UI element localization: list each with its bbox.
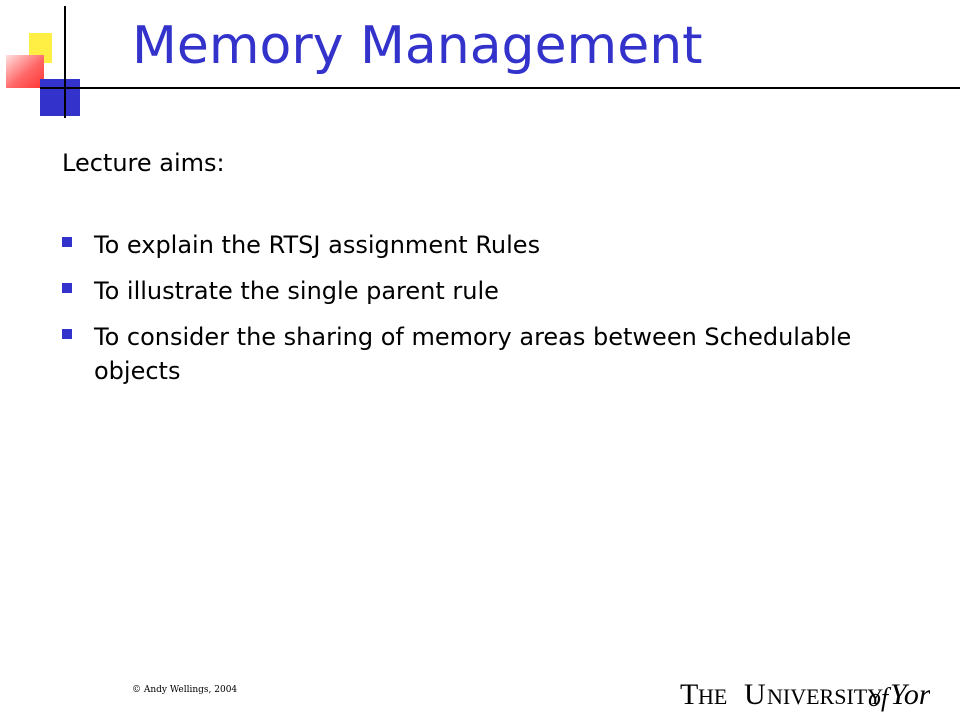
square-bullet-icon — [62, 237, 72, 247]
svg-text:York: York — [890, 678, 930, 711]
university-of-york-logo: T HE U NIVERSITY of York — [680, 678, 930, 712]
square-bullet-icon — [62, 283, 72, 293]
slide-title: Memory Management — [132, 16, 703, 76]
list-item-text: To consider the sharing of memory areas … — [94, 323, 852, 385]
copyright-notice: © Andy Wellings, 2004 — [132, 685, 238, 695]
list-item: To consider the sharing of memory areas … — [62, 320, 922, 388]
title-underline — [40, 87, 960, 89]
svg-text:HE: HE — [698, 684, 727, 709]
svg-text:U: U — [744, 678, 766, 711]
slide-body: Lecture aims: To explain the RTSJ assign… — [62, 146, 922, 400]
aims-list: To explain the RTSJ assignment Rules To … — [62, 228, 922, 388]
svg-text:of: of — [868, 683, 892, 712]
corner-squares-decoration — [6, 6, 80, 118]
red-square — [6, 55, 44, 88]
list-item-text: To explain the RTSJ assignment Rules — [94, 231, 541, 259]
blue-square — [40, 79, 80, 116]
svg-text:T: T — [680, 678, 698, 711]
square-bullet-icon — [62, 329, 72, 339]
lecture-aims-heading: Lecture aims: — [62, 149, 225, 177]
svg-text:NIVERSITY: NIVERSITY — [767, 684, 883, 709]
list-item: To explain the RTSJ assignment Rules — [62, 228, 922, 262]
list-item-text: To illustrate the single parent rule — [94, 277, 499, 305]
list-item: To illustrate the single parent rule — [62, 274, 922, 308]
